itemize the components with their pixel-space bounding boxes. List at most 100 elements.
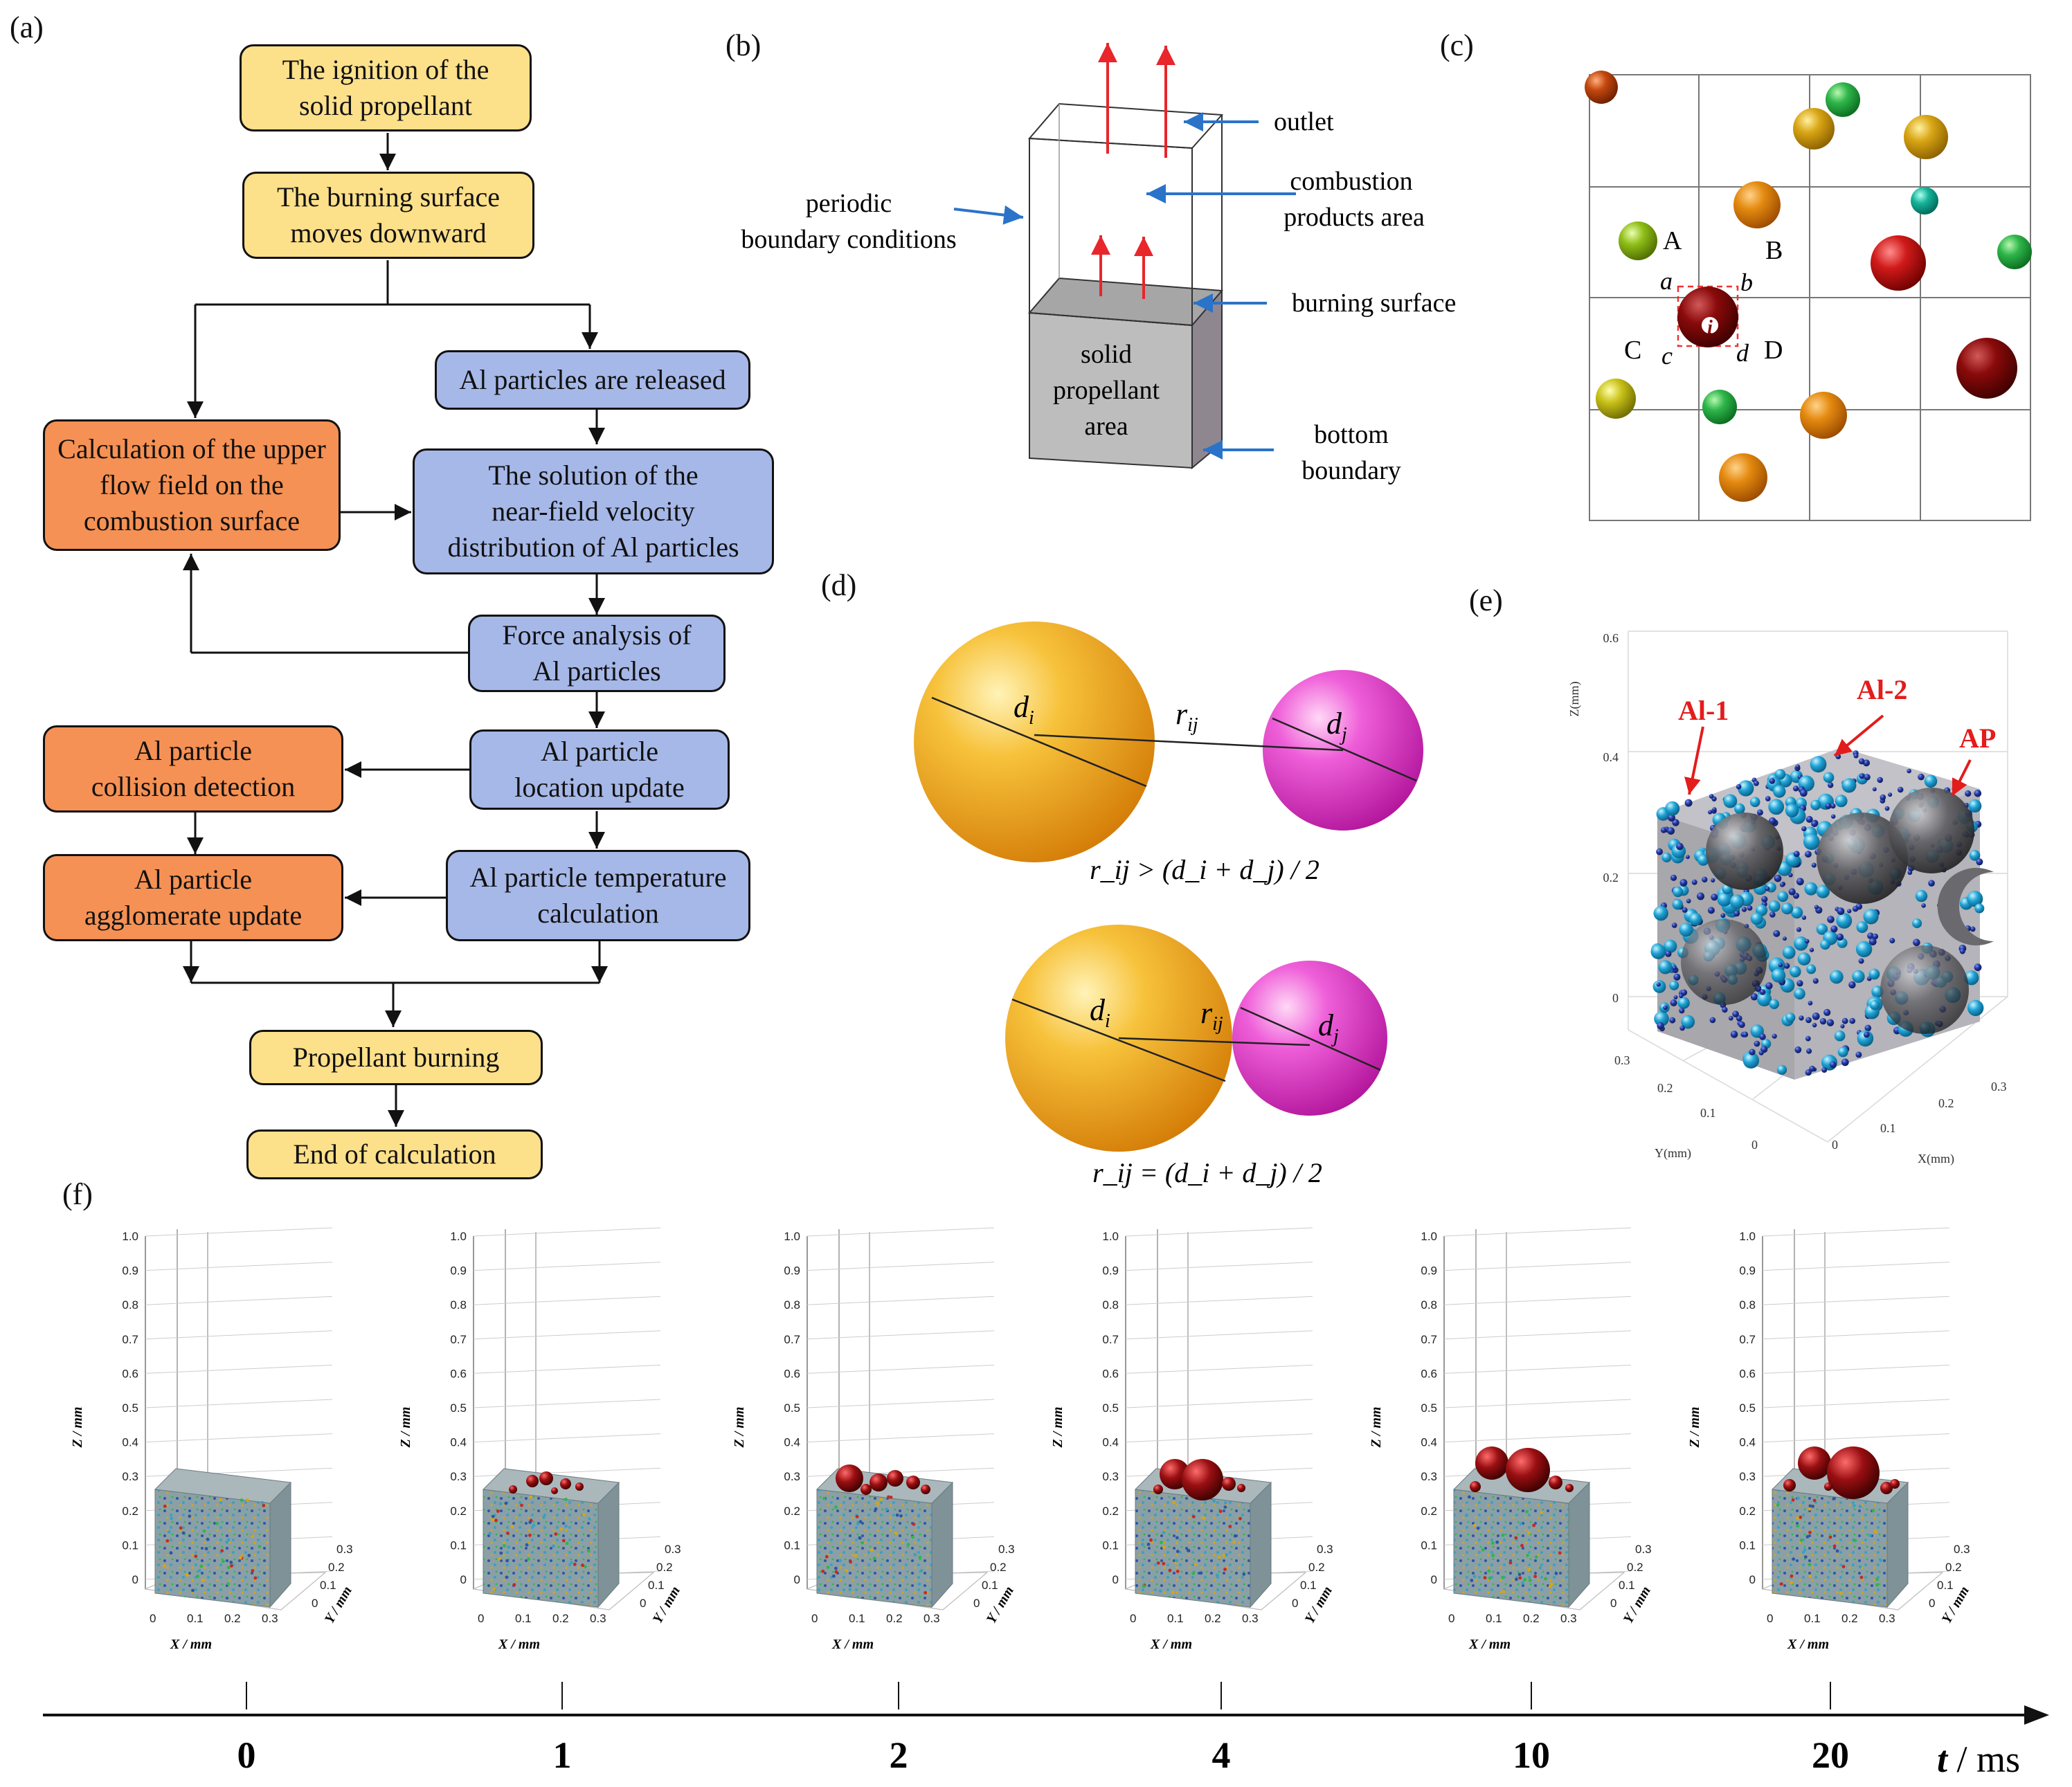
y-tick-label: 0.3 [336, 1543, 353, 1556]
svg-text:Y(mm): Y(mm) [1655, 1146, 1691, 1161]
al-2-particle [1829, 1061, 1837, 1069]
embedded-particle [251, 1569, 255, 1572]
diameter-j-line [1272, 717, 1417, 782]
al-2-particle [1809, 947, 1814, 952]
embedded-particle [1859, 1575, 1864, 1579]
embedded-particle [1853, 1539, 1857, 1543]
z-tick-label: 0.4 [122, 1436, 138, 1449]
y-tick-label: 0.3 [1954, 1543, 1970, 1556]
al-2-particle [1811, 820, 1818, 828]
al-2-particle [1864, 774, 1871, 781]
combustion-products-label-1: combustion [1290, 167, 1412, 196]
z-tick-label: 0.1 [450, 1539, 467, 1552]
z-tick-label: 0.7 [1739, 1333, 1756, 1346]
embedded-particle [1544, 1577, 1548, 1581]
embedded-particle [1796, 1524, 1800, 1528]
al-1-particle [1658, 960, 1673, 974]
al-2-particle [1888, 792, 1893, 797]
z-tick-label: 0.9 [1421, 1264, 1437, 1278]
label-rij-1: rij [1175, 697, 1198, 736]
agglomerate-particle [1153, 1485, 1163, 1494]
embedded-particle [1528, 1578, 1532, 1582]
embedded-particle [1495, 1540, 1499, 1544]
embedded-particle [1526, 1554, 1529, 1557]
al-2-particle [1805, 851, 1812, 858]
embedded-particle [1160, 1541, 1163, 1544]
al-2-particle [1796, 878, 1804, 886]
embedded-particle [1808, 1574, 1812, 1578]
embedded-particle [165, 1539, 170, 1543]
embedded-particle [1242, 1572, 1246, 1576]
al-2-particle [1749, 1049, 1756, 1055]
x-axis-label: X / mm [498, 1637, 540, 1652]
y-tick-label: 0.1 [1619, 1579, 1635, 1592]
al-2-particle [1799, 789, 1808, 797]
z-tick-label: 0 [1431, 1573, 1437, 1586]
z-tick-label: 0 [1112, 1573, 1119, 1586]
al-1-particle [1974, 903, 1985, 914]
z-tick-label: 0.4 [1102, 1436, 1119, 1449]
z-tick-label: 0.5 [1102, 1402, 1119, 1415]
al-2-particle [1680, 989, 1688, 996]
embedded-particle [874, 1507, 878, 1511]
embedded-particle [561, 1539, 566, 1543]
embedded-particle [1518, 1576, 1522, 1580]
al-2-particle [1852, 905, 1859, 912]
cell-label-c-upper: C [1624, 336, 1641, 365]
al-2-particle [1657, 1022, 1664, 1030]
bottom-boundary-label-2: boundary [1301, 456, 1401, 485]
combustion-products-label-2: products area [1283, 203, 1425, 232]
al-2-particle [1769, 911, 1776, 918]
embedded-particle [204, 1547, 208, 1551]
agglomerate-particle [1470, 1481, 1481, 1492]
al-1-particle [1835, 795, 1848, 808]
al-1-particle [1717, 892, 1732, 907]
al-2-particle [1841, 1058, 1849, 1067]
al-2-particle [1801, 826, 1807, 832]
al-2-particle [1722, 1006, 1728, 1013]
embedded-particle [492, 1587, 496, 1591]
center-distance-line [1034, 734, 1344, 752]
embedded-particle [1871, 1509, 1875, 1512]
embedded-particle [879, 1498, 883, 1501]
embedded-particle [1858, 1505, 1862, 1509]
al-2-particle [1976, 858, 1983, 866]
al-1-particle [1869, 1000, 1880, 1010]
z-tick-label: 0.6 [450, 1367, 467, 1380]
embedded-particle [1223, 1505, 1227, 1509]
al-1-particle [1915, 889, 1928, 902]
embedded-particle [583, 1565, 587, 1569]
embedded-particle [838, 1559, 842, 1563]
y-tick-label: 0.3 [1317, 1543, 1333, 1556]
agglomerate-particle [1475, 1446, 1508, 1480]
embedded-particle [1158, 1589, 1162, 1593]
embedded-particle [215, 1521, 219, 1525]
al-2-particle [1889, 938, 1895, 944]
al-1-particle [1672, 899, 1683, 910]
al-2-particle [1773, 929, 1781, 937]
collision-detection-box: Al particle collision detection [43, 725, 343, 813]
x-tick-label: 0.2 [552, 1612, 569, 1625]
al-2-particle [1663, 1005, 1668, 1010]
embedded-particle [194, 1554, 198, 1559]
al-2-particle [1686, 898, 1691, 904]
al-1-particle [1790, 965, 1801, 978]
agglomerate-particle [1182, 1459, 1223, 1500]
x-tick-label: 0.1 [849, 1612, 865, 1625]
embedded-particle [1191, 1571, 1196, 1575]
x-tick-label: 0.3 [262, 1612, 278, 1625]
embedded-particle [832, 1574, 836, 1578]
z-tick-label: 0.6 [1102, 1367, 1119, 1380]
al-2-particle [1660, 827, 1667, 833]
al-1-particle [1723, 794, 1738, 808]
al-2-particle [1867, 932, 1874, 939]
al-1-particle [1782, 945, 1796, 959]
embedded-particle [552, 1544, 555, 1548]
z-tick-label: 0.8 [1421, 1298, 1437, 1312]
embedded-particle [506, 1531, 510, 1535]
al-1-particle [1868, 968, 1880, 980]
embedded-particle [1162, 1561, 1166, 1566]
al-2-particle [1682, 907, 1688, 913]
